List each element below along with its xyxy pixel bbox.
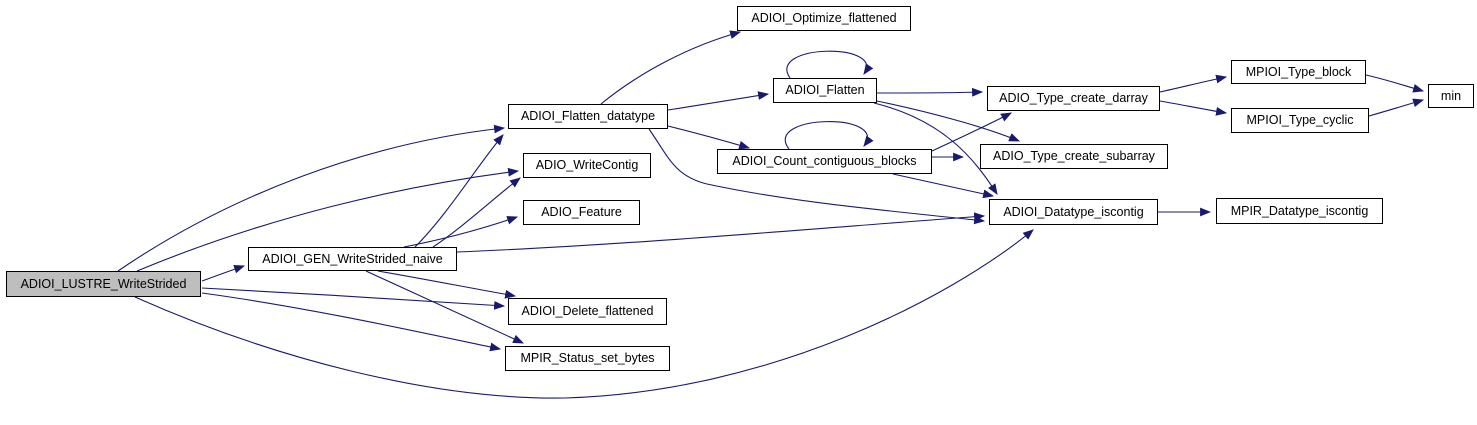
- node-lustre: ADIOI_LUSTRE_WriteStrided: [6, 271, 201, 297]
- edge-lustre-gen: [201, 264, 246, 282]
- edge-flatten_dt-optimize: [600, 30, 742, 105]
- edge-darray-block: [1159, 74, 1228, 93]
- node-min[interactable]: min: [1428, 84, 1474, 108]
- edge-flatten-darray: [876, 87, 984, 97]
- node-status[interactable]: MPIR_Status_set_bytes: [505, 346, 670, 371]
- node-flatten[interactable]: ADIOI_Flatten: [773, 78, 877, 103]
- edge-flatten-flatten-self-loop: [786, 50, 874, 79]
- edge-gen-feature: [403, 216, 519, 248]
- edge-count-darray: [931, 112, 1012, 152]
- edge-cyclic-min: [1368, 98, 1425, 117]
- node-flatten_dt[interactable]: ADIOI_Flatten_datatype: [508, 104, 668, 129]
- edge-count-count-self-loop: [785, 121, 874, 150]
- edge-flatten-subarray: [876, 100, 1021, 142]
- node-delete[interactable]: ADIOI_Delete_flattened: [508, 298, 667, 325]
- node-count[interactable]: ADIOI_Count_contiguous_blocks: [717, 149, 932, 174]
- edges-group: [117, 30, 1425, 399]
- node-optimize[interactable]: ADIOI_Optimize_flattened: [737, 6, 911, 31]
- edge-gen-flatten_dt: [414, 134, 504, 248]
- node-mpir_iscontig[interactable]: MPIR_Datatype_iscontig: [1216, 198, 1383, 224]
- edge-flatten_dt-flatten: [667, 91, 770, 111]
- edge-darray-cyclic: [1159, 100, 1228, 116]
- edge-gen-iscontig: [456, 212, 986, 253]
- edge-lustre-status: [201, 292, 502, 352]
- node-iscontig[interactable]: ADIOI_Datatype_iscontig: [989, 199, 1158, 225]
- node-block[interactable]: MPIOI_Type_block: [1231, 60, 1366, 84]
- edge-flatten_dt-iscontig: [648, 128, 986, 225]
- edge-lustre-delete: [201, 287, 506, 310]
- node-cyclic[interactable]: MPIOI_Type_cyclic: [1231, 108, 1369, 133]
- node-feature[interactable]: ADIO_Feature: [523, 200, 640, 225]
- edge-gen-status: [365, 270, 525, 344]
- edge-count-iscontig: [892, 173, 995, 199]
- edge-gen-writecontig: [432, 177, 521, 248]
- edge-block-min: [1365, 74, 1425, 93]
- edge-lustre-flatten_dt: [117, 124, 506, 272]
- edge-gen-delete: [377, 270, 517, 299]
- node-gen[interactable]: ADIOI_GEN_WriteStrided_naive: [248, 247, 457, 271]
- edge-lustre-iscontig: [134, 229, 1034, 399]
- node-darray[interactable]: ADIO_Type_create_darray: [987, 86, 1160, 111]
- node-subarray[interactable]: ADIO_Type_create_subarray: [980, 144, 1168, 169]
- edge-flatten_dt-count: [667, 125, 751, 150]
- node-writecontig[interactable]: ADIO_WriteContig: [523, 153, 651, 178]
